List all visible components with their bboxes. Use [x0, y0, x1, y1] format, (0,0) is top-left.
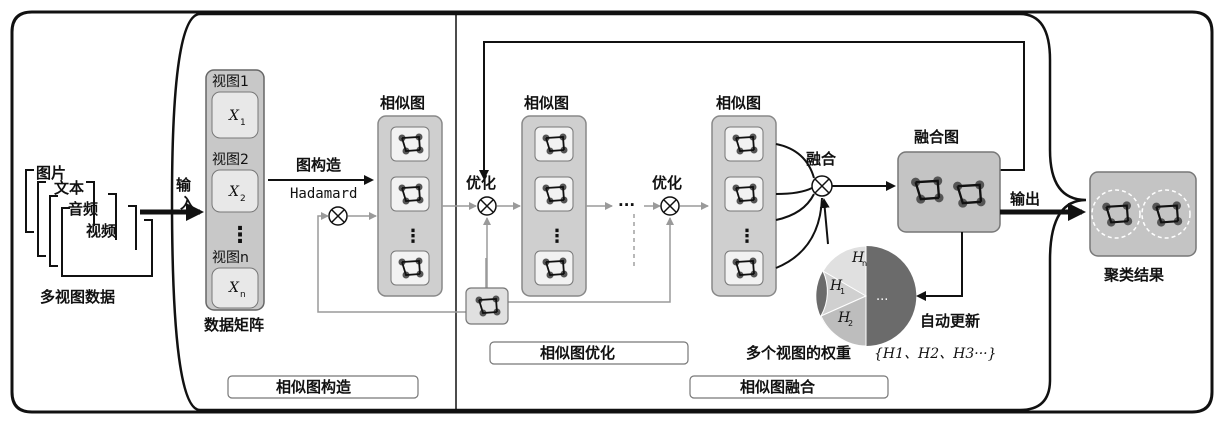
optimize-label-1: 优化: [466, 174, 496, 192]
inner-frame: [170, 12, 1087, 412]
clustering-result-panel: [1089, 171, 1197, 257]
pie-dots: ···: [876, 293, 888, 308]
update-arrow-down: [916, 232, 963, 301]
section-box-fusion: [689, 375, 889, 399]
input-item-text: 文本: [54, 179, 84, 197]
matrix-caption: 数据矩阵: [204, 316, 264, 334]
data-matrix-panel: [205, 69, 265, 311]
weights-set: {H1、H2、H3···}: [874, 346, 997, 362]
matrix-view1: 视图1: [212, 74, 249, 90]
sim-graph-panel-2: [521, 115, 587, 297]
optimize-operator-2: [660, 196, 680, 216]
input-brackets: [25, 169, 153, 277]
matrix-x2-sub: 2: [240, 194, 246, 204]
input-item-image: 图片: [36, 164, 66, 182]
sim-graph-dots-1: ⋮: [404, 226, 422, 247]
sim-graph-panel-1: [377, 115, 443, 297]
fusion-graph-panel: [897, 151, 1001, 233]
matrix-dots: ⋮: [229, 223, 251, 248]
sim-graph-dots-3: ⋮: [738, 226, 756, 247]
hadamard-label: Hadamard: [290, 186, 357, 202]
outer-frame: [10, 10, 1214, 414]
weights-pie: [816, 245, 917, 347]
matrix-xn: X: [228, 280, 240, 296]
input-data-caption: 多视图数据: [40, 288, 115, 306]
hadamard-operator: [328, 206, 348, 226]
section-label-fusion: 相似图融合: [740, 378, 816, 396]
small-graph-card: [465, 287, 509, 325]
section-box-construct: [227, 375, 419, 399]
input-item-audio: 音频: [68, 200, 98, 218]
construct-label: 图构造: [296, 156, 341, 174]
fusion-graph-label: 融合图: [914, 128, 959, 146]
pie-hn-sub: n: [862, 259, 867, 268]
fusion-operator: [811, 175, 833, 197]
sim-graph-panel-3: [711, 115, 777, 297]
sim-graph-label-1: 相似图: [380, 94, 425, 112]
output-label: 输出: [1010, 190, 1040, 208]
section-label-construct: 相似图构造: [276, 378, 351, 396]
input-label-2: 入: [180, 194, 195, 212]
matrix-x1: X: [228, 108, 240, 124]
optimize-operator-1: [477, 196, 497, 216]
weights-label: 多个视图的权重: [746, 344, 851, 362]
pie-hn: H: [851, 250, 865, 266]
matrix-x1-sub: 1: [240, 118, 246, 128]
optimize-hdots: ···: [618, 196, 635, 214]
sim-graph-dots-2: ⋮: [548, 226, 566, 247]
input-item-video: 视频: [86, 222, 116, 240]
pie-to-fusion: [819, 198, 830, 245]
top-feedback-loop: [479, 41, 1025, 180]
fusion-label: 融合: [806, 150, 837, 168]
matrix-xn-sub: n: [240, 290, 246, 300]
sim-graph-label-2: 相似图: [524, 94, 569, 112]
matrix-viewn: 视图n: [212, 250, 249, 266]
pie-h1-sub: 1: [840, 287, 845, 296]
optimize-label-2: 优化: [652, 174, 682, 192]
sim-graph-label-3: 相似图: [716, 94, 761, 112]
clustering-result-label: 聚类结果: [1103, 266, 1165, 284]
update-label: 自动更新: [920, 312, 980, 330]
section-label-optimize: 相似图优化: [540, 344, 615, 362]
matrix-x2: X: [228, 184, 240, 200]
section-box-optimize: [489, 341, 689, 365]
input-label-1: 输: [176, 176, 192, 194]
small-graph-right: [508, 217, 674, 303]
pie-h1: H: [829, 278, 843, 294]
pie-h2: H: [837, 310, 851, 326]
matrix-view2: 视图2: [212, 152, 249, 168]
pie-h2-sub: 2: [848, 319, 853, 328]
